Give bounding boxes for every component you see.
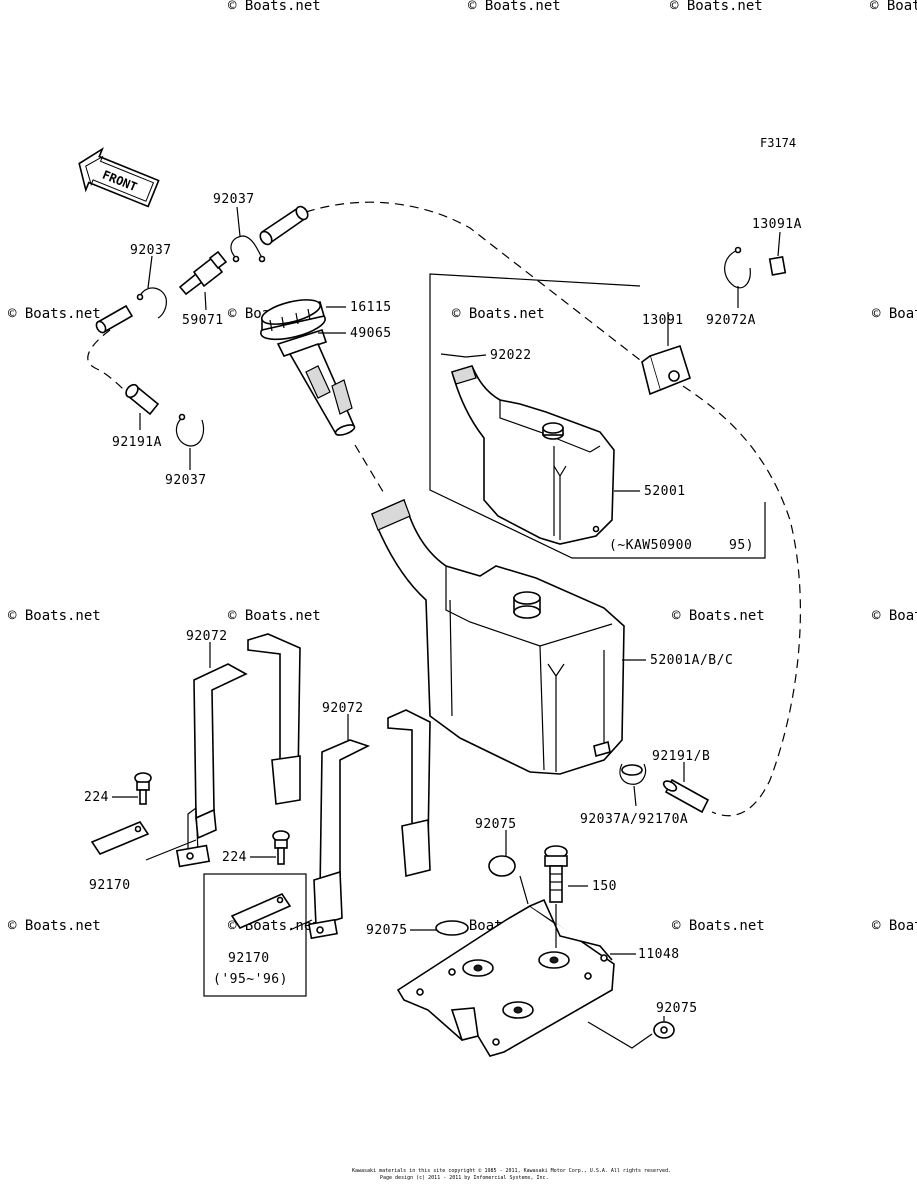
grommet-13091 [641,344,691,396]
pin-92022 [440,353,467,358]
label-92170-left: 92170 [89,878,131,893]
label-92075-top: 92075 [475,817,517,832]
watermark-text: © Boats.net [8,306,101,322]
clamp-icon [230,235,266,263]
label-years-box: ('95~'96) [213,972,288,987]
label-13091a: 13091A [752,217,802,232]
bracket-92072-mid-rear [387,709,431,878]
label-kaw-range: (~KAW50900 [609,538,692,553]
label-92072a: 92072A [706,313,756,328]
clamp-icon [136,287,167,319]
copyright-footer: Kawasaki materials in this site copyrigh… [352,1168,671,1181]
label-224-left: 224 [84,790,109,805]
bolt-224-left [134,772,152,805]
vent-hose-left [95,304,134,334]
vent-hose-92191b [662,778,710,814]
watermark-text: © Boats.net [8,608,101,624]
watermark-text: © Boats.net [228,608,321,624]
label-92191b: 92191/B [652,749,710,764]
watermark-text: © Boats.net [872,918,917,934]
oil-tank-52001 [451,365,615,545]
figure-id: F3174 [760,136,796,150]
vent-hose-92191a [125,383,160,416]
watermark-text: © Boats.net [452,306,545,322]
years-box [203,873,307,997]
leader-line [519,875,529,905]
label-59071: 59071 [182,313,224,328]
watermark-text: © Boats.net [872,608,917,624]
filler-cap-16115 [260,299,326,341]
watermark-text: © Boats.net [8,918,101,934]
base-plate-11048 [396,898,615,1057]
label-92037-left: 92037 [130,243,172,258]
label-92037a-92170a: 92037A/92170A [580,812,688,827]
bracket-92072-left [175,663,248,868]
front-arrow-icon: FRONT [78,147,160,208]
label-kaw-year: 95) [729,538,754,553]
bracket-92072-left-rear [247,633,301,805]
vent-hose-top [259,205,309,246]
fitting-59071 [178,250,228,296]
watermark-text: © Boats.net [870,0,917,14]
vent-route-line-left [87,329,131,396]
label-52001: 52001 [644,484,686,499]
filler-to-tank-line [354,444,386,496]
watermark-text: © Boats.net [468,0,561,14]
watermark-text: © Boats.net [228,0,321,14]
label-11048: 11048 [638,947,680,962]
copyright-line-1: Kawasaki materials in this site copyrigh… [352,1168,671,1174]
label-13091: 13091 [642,313,684,328]
clamp-icon [619,763,647,785]
oil-tank-52001abc [370,498,625,775]
early-tank-box [429,273,766,559]
clamp-icon [175,413,205,447]
clamp-icon [724,246,751,289]
bolt-150 [544,845,568,903]
label-92075-right: 92075 [656,1001,698,1016]
label-92191a: 92191A [112,435,162,450]
watermark-text: © Boats.net [872,306,917,322]
strap-92170-box [230,892,292,930]
watermark-text: © Boats.net [672,918,765,934]
washer-92075-left [435,920,469,936]
clip-13091a [768,255,787,276]
label-92037-top: 92037 [213,192,255,207]
bracket-92072-mid [308,739,371,940]
label-52001abc: 52001A/B/C [650,653,733,668]
part-labels: 92037 92037 59071 16115 49065 92191A 920… [84,192,802,1016]
strap-92170-left [90,821,150,855]
leader-line [587,1021,653,1049]
leader-line [289,919,313,931]
label-92022: 92022 [490,348,532,363]
watermark-text: © Boats.net [670,0,763,14]
label-150: 150 [592,879,617,894]
vent-route-line [305,201,802,817]
filler-strainer-49065 [276,328,356,436]
label-92072-mid: 92072 [322,701,364,716]
label-92072-left: 92072 [186,629,228,644]
label-92075-left: 92075 [366,923,408,938]
leader-lines [112,206,781,1022]
leader-line [145,839,197,861]
washer-92075-top [488,855,516,877]
label-92037-bottom: 92037 [165,473,207,488]
label-49065: 49065 [350,326,392,341]
label-224-mid: 224 [222,850,247,865]
label-92170-box: 92170 [228,951,270,966]
copyright-line-2: Page design (c) 2011 - 2011 by Infomerci… [380,1175,549,1181]
label-16115: 16115 [350,300,392,315]
bolt-224-mid [272,830,290,865]
watermark-text: © Boats.net [672,608,765,624]
